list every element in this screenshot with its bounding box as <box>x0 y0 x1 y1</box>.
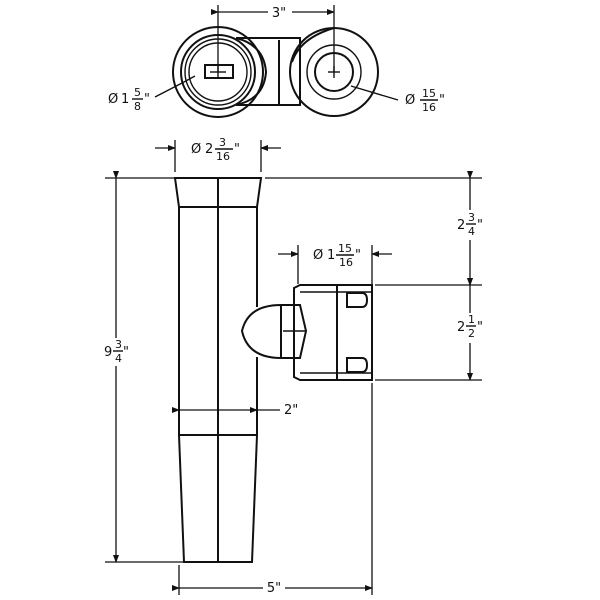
svg-text:": " <box>234 142 240 157</box>
svg-text:": " <box>477 320 483 335</box>
top-view: 3" Ø 1 5 8 " <box>108 4 445 118</box>
tube-taper <box>178 434 258 563</box>
large-ring-dia-label: Ø 1 5 8 " <box>108 86 150 113</box>
svg-text:Ø: Ø <box>108 92 118 107</box>
clamp-dia-label: Ø 1 15 16 " <box>313 242 361 269</box>
svg-text:3: 3 <box>219 136 226 149</box>
svg-text:": " <box>144 92 150 107</box>
tube-top-dia-label: Ø 2 3 16 " <box>191 136 240 163</box>
svg-text:16: 16 <box>216 150 230 163</box>
svg-text:Ø: Ø <box>405 93 415 108</box>
svg-text:": " <box>477 218 483 233</box>
svg-text:4: 4 <box>115 352 122 365</box>
svg-text:": " <box>439 93 445 108</box>
svg-text:16: 16 <box>339 256 353 269</box>
svg-text:2: 2 <box>457 320 465 335</box>
clamp-slot-bottom <box>346 357 369 373</box>
svg-text:5: 5 <box>134 86 141 99</box>
svg-text:2: 2 <box>457 218 465 233</box>
svg-text:16: 16 <box>422 101 436 114</box>
svg-text:1: 1 <box>327 248 335 263</box>
ball-joint <box>240 303 282 360</box>
svg-text:15: 15 <box>422 87 436 100</box>
side-view: Ø 2 3 16 " <box>104 136 488 596</box>
large-ring-outer <box>172 26 264 118</box>
svg-text:Ø: Ø <box>313 248 323 263</box>
small-ring-dia-label: Ø 15 16 " <box>405 87 445 114</box>
svg-text:15: 15 <box>338 242 352 255</box>
svg-text:9: 9 <box>104 345 112 360</box>
svg-text:8: 8 <box>134 100 141 113</box>
top-connector-body <box>236 37 301 106</box>
svg-text:2: 2 <box>205 142 213 157</box>
svg-text:": " <box>355 248 361 263</box>
large-ring-leader <box>154 81 185 98</box>
small-ring-leader <box>350 85 399 101</box>
svg-text:4: 4 <box>468 225 475 238</box>
svg-text:Ø: Ø <box>191 142 201 157</box>
top-offset-label: 2 3 4 " <box>457 211 483 238</box>
svg-text:3: 3 <box>468 211 475 224</box>
overall-height-label: 9 3 4 " <box>104 338 129 365</box>
svg-text:1: 1 <box>468 313 475 326</box>
svg-text:3: 3 <box>115 338 122 351</box>
svg-text:1: 1 <box>121 92 129 107</box>
clamp-slot-top <box>346 292 369 308</box>
top-spacing-label: 3" <box>272 6 286 21</box>
clamp-block <box>293 284 373 381</box>
svg-text:2: 2 <box>468 327 475 340</box>
tube-width-label: 2" <box>284 403 298 418</box>
svg-text:": " <box>123 345 129 360</box>
overall-width-label: 5" <box>267 581 281 596</box>
clamp-height-label: 2 1 2 " <box>457 313 483 340</box>
